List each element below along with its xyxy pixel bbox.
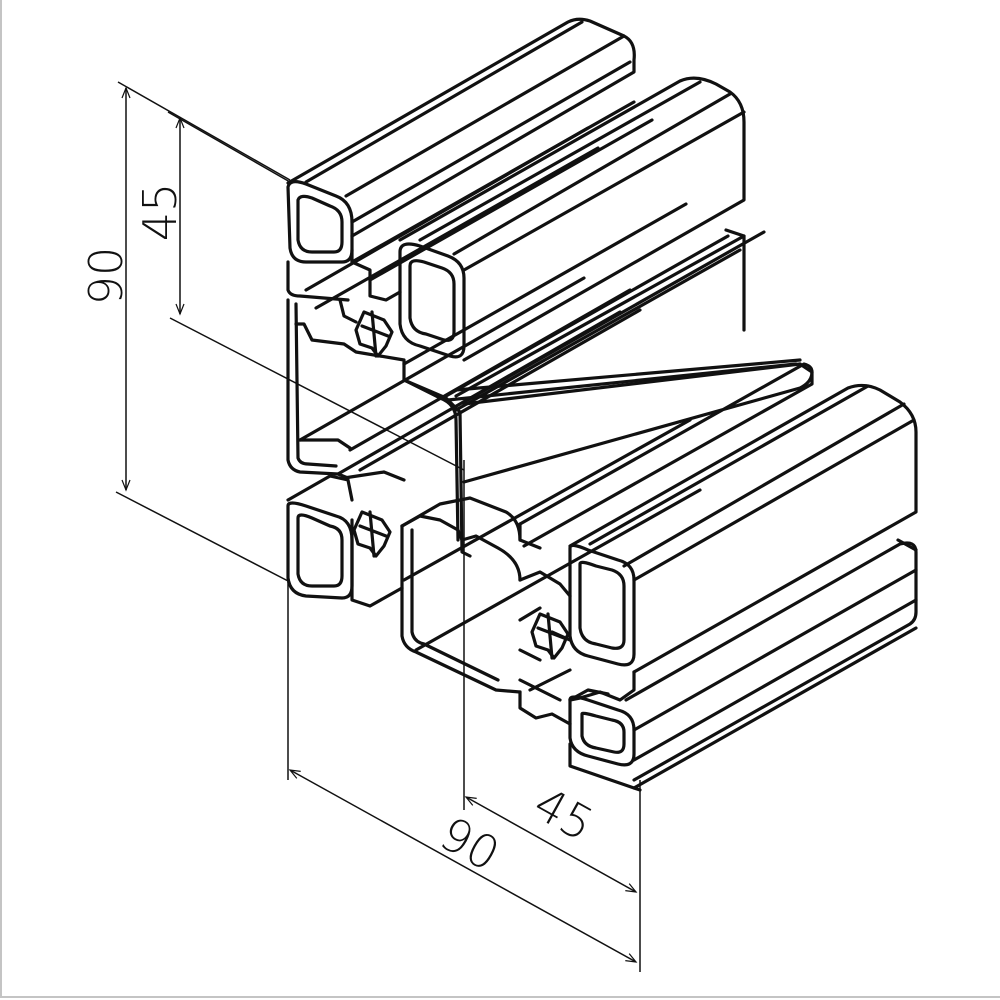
center-bore-top — [354, 310, 394, 358]
slot-mid-right — [454, 228, 814, 550]
bottom-chamber — [358, 308, 702, 694]
tube-bottom-right — [568, 383, 918, 674]
dim-label-height-45: 45 — [133, 183, 187, 242]
bottom-frame-line — [0, 996, 1000, 998]
dim-label-width-45: 45 — [525, 776, 602, 852]
central-chamber — [286, 146, 742, 558]
center-bore-bottom-left — [352, 510, 392, 558]
dim-line-width-90 — [288, 769, 638, 963]
dim-line-width-45 — [464, 796, 638, 893]
dimension-lines — [115, 81, 641, 972]
tube-bottom-left — [286, 470, 406, 608]
center-bore-bottom-right — [530, 612, 570, 660]
dim-label-height-90: 90 — [79, 247, 133, 306]
aluminium-profile-90x90 — [286, 17, 918, 792]
left-frame-line — [0, 0, 2, 998]
dim-label-width-90: 90 — [431, 806, 508, 882]
tube-top-right — [398, 76, 746, 362]
